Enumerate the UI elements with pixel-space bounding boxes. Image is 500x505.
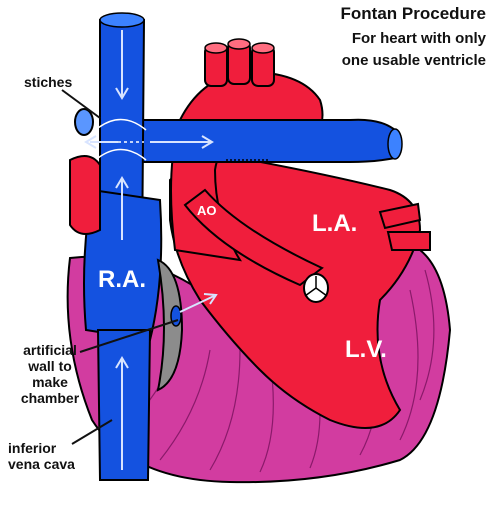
artificial-wall [156, 258, 184, 392]
label-artificial-wall: artificial wall to make chamber [20, 342, 80, 406]
diagram-title: Fontan Procedure [340, 4, 486, 23]
label-left-ventricle: L.V. [345, 336, 387, 363]
label-inferior-vena-cava: inferior vena cava [8, 440, 75, 472]
flow-arrows [84, 30, 218, 470]
label-left-atrium: L.A. [312, 210, 358, 237]
inferior-vena-cava [96, 329, 152, 481]
baffle-opening [170, 305, 182, 327]
pulmonary-vein-upper [378, 202, 422, 230]
label-stitches: stiches [24, 74, 73, 90]
label-right-atrium: R.A. [98, 266, 146, 293]
pulmonary-artery [139, 118, 396, 163]
ra-appendage [69, 155, 101, 235]
callout-lines [61, 89, 179, 445]
pulmonary-vein-lower [386, 231, 431, 251]
diagram-subtitle-line2: one usable ventricle [341, 52, 486, 69]
pulmonary-artery-stump [74, 108, 94, 136]
aorta-root [183, 188, 324, 287]
diagram-subtitle-line1: For heart with only [351, 30, 486, 47]
label-aorta: AO [197, 203, 217, 218]
